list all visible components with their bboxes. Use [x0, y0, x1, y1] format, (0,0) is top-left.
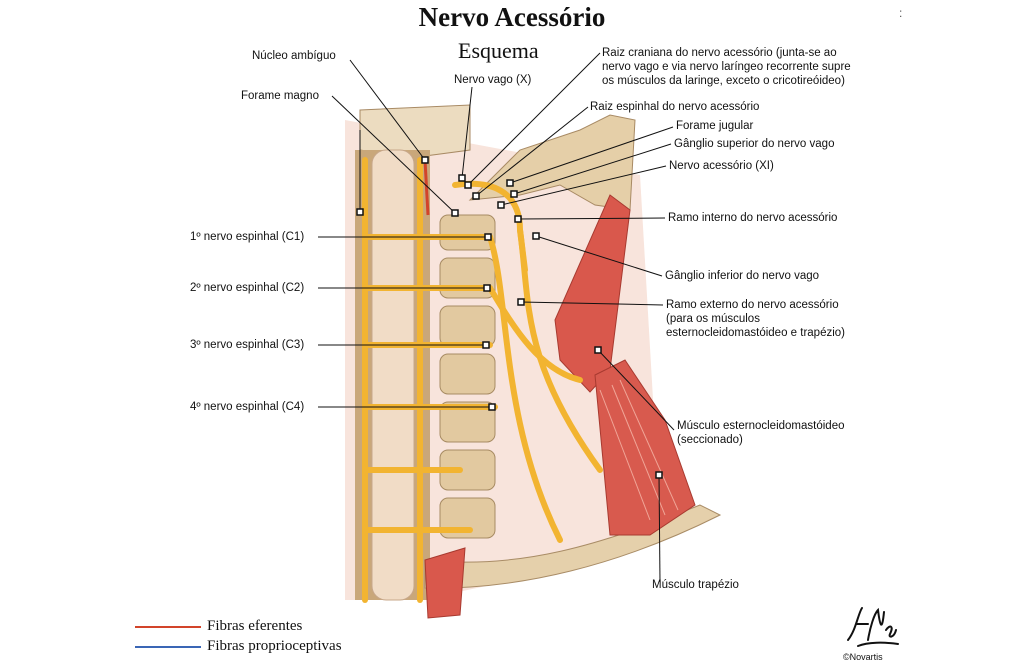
label-ramo-externo: Ramo externo do nervo acessório (para os…	[666, 298, 896, 340]
margin-mark: :	[899, 6, 903, 20]
legend-label-proprioceptive: Fibras proprioceptivas	[207, 638, 342, 654]
vertebrae	[439, 214, 496, 539]
label-trapezio: Músculo trapézio	[652, 579, 739, 591]
label-esternocleidomastoideo-line-2: (seccionado)	[677, 434, 743, 446]
label-ramo-externo-line-2: (para os músculos	[666, 313, 760, 325]
label-raiz-cranica-line-2: nervo vago e via nervo laríngeo recorren…	[602, 61, 851, 73]
label-raiz-cranica: Raiz craniana do nervo acessório (junta-…	[602, 46, 902, 88]
label-c2: 2º nervo espinhal (C2)	[190, 282, 305, 294]
label-ganglio-superior: Gânglio superior do nervo vago	[674, 138, 835, 150]
legend-swatch-efferent	[135, 626, 201, 628]
label-forame-jugular: Forame jugular	[676, 120, 754, 132]
legend-swatch-proprioceptive	[135, 646, 201, 648]
label-ramo-externo-line-3: esternocleidomastóideo e trapézio)	[666, 327, 845, 339]
diagram-title: Nervo Acessório	[418, 2, 606, 32]
label-raiz-cranica-line-1: Raiz craniana do nervo acessório (junta-…	[602, 47, 837, 59]
label-ramo-externo-line-1: Ramo externo do nervo acessório	[666, 299, 839, 311]
label-nucleo-ambiguo: Núcleo ambíguo	[252, 50, 336, 62]
leader-lines	[318, 52, 675, 583]
label-nervo-acessorio: Nervo acessório (XI)	[669, 160, 774, 172]
label-c1: 1º nervo espinhal (C1)	[190, 231, 305, 243]
label-forame-magno: Forame magno	[241, 90, 319, 102]
legend-label-efferent: Fibras eferentes	[207, 618, 303, 634]
efferent-fiber-cord	[423, 159, 430, 216]
muscle-stump	[424, 547, 466, 619]
label-ramo-interno: Ramo interno do nervo acessório	[668, 212, 838, 224]
sternocleidomastoid-muscle	[554, 194, 631, 393]
spinal-cord	[371, 149, 415, 601]
label-raiz-cranica-line-3: os músculos da laringe, exceto o cricoti…	[602, 75, 845, 87]
brand-label: ©Novartis	[843, 652, 883, 662]
label-esternocleidomastoideo: Músculo esternocleidomastóideo (secciona…	[677, 419, 897, 447]
label-c4: 4º nervo espinhal (C4)	[190, 401, 305, 413]
label-nervo-vago: Nervo vago (X)	[454, 74, 532, 86]
label-ganglio-inferior: Gânglio inferior do nervo vago	[665, 270, 820, 282]
callout-points	[356, 156, 663, 479]
netter-signature	[847, 607, 899, 647]
label-esternocleidomastoideo-line-1: Músculo esternocleidomastóideo	[677, 420, 845, 432]
trapezius-fibers	[599, 379, 679, 521]
diagram-subtitle: Esquema	[458, 38, 539, 63]
label-c3: 3º nervo espinhal (C3)	[190, 339, 305, 351]
label-raiz-espinhal: Raiz espinhal do nervo acessório	[590, 101, 760, 113]
